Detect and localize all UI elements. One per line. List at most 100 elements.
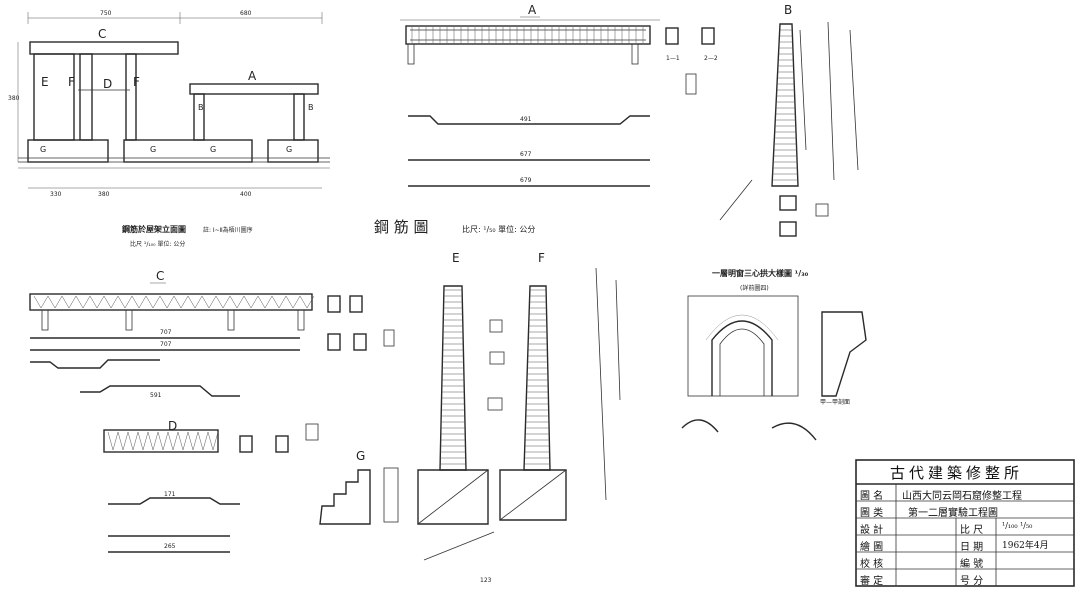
rebar-line xyxy=(147,431,154,451)
svg-text:2—2: 2—2 xyxy=(704,55,718,62)
rebar-line xyxy=(124,295,133,309)
dim-top-right: 680 xyxy=(240,10,252,17)
rebar-line xyxy=(197,431,204,451)
rebar-line xyxy=(110,295,119,309)
rebar-line xyxy=(167,431,174,451)
svg-text:G: G xyxy=(40,145,46,154)
svg-text:1—1: 1—1 xyxy=(666,55,680,62)
label-f2: F xyxy=(133,75,140,89)
column-f: F xyxy=(487,251,621,521)
rebar-line xyxy=(306,295,315,309)
arch-title: 一層明窗三心拱大樣圖 ¹/₃₀ xyxy=(712,268,809,278)
rebar-line xyxy=(194,295,203,309)
rebar-line xyxy=(222,295,231,309)
rebar-line xyxy=(278,295,287,309)
title-block xyxy=(855,459,1075,587)
svg-text:G: G xyxy=(286,145,292,154)
label-a-beam: A xyxy=(528,3,537,17)
rebar-line xyxy=(285,295,294,309)
frame-elevation: 750 680 C E F D F A B B G G G G 330 3 xyxy=(8,10,330,248)
beam-a: A 1—1 2—2 xyxy=(400,3,718,95)
arch-detail: 一層明窗三心拱大樣圖 ¹/₃₀ (詳前圖四) 甲—甲剖面 xyxy=(681,268,867,441)
label-f1: F xyxy=(68,75,75,89)
rebar-line xyxy=(117,295,126,309)
arch-sub: (詳前圖四) xyxy=(740,284,769,292)
label-e: E xyxy=(41,75,49,89)
rebar-line xyxy=(68,295,77,309)
label-f-col: F xyxy=(538,251,545,265)
rebar-line xyxy=(192,431,199,451)
frame-title: 鋼筋於屋架立面圖 xyxy=(121,224,186,234)
rebar-line xyxy=(54,295,63,309)
rebar-line xyxy=(264,295,273,309)
rebar-line xyxy=(75,295,84,309)
rebar-line xyxy=(166,295,175,309)
rebar-line xyxy=(292,295,301,309)
label-g: G xyxy=(356,449,365,463)
svg-text:B: B xyxy=(308,103,314,112)
tb-row-1: 圖 名 xyxy=(860,491,884,502)
column-e: E 123 xyxy=(417,251,495,584)
rebar-line xyxy=(157,431,164,451)
rebar-line xyxy=(207,431,214,451)
svg-text:330: 330 xyxy=(50,191,62,198)
rebar-line xyxy=(159,295,168,309)
bar-491: 491 xyxy=(520,116,532,123)
label-b-frame: B xyxy=(198,103,204,112)
main-title: 鋼 筋 圖 xyxy=(374,218,429,236)
rebar-line xyxy=(177,431,184,451)
bar-123: 123 xyxy=(480,577,492,584)
dim-top-left: 750 xyxy=(100,10,112,17)
rebar-line xyxy=(202,431,209,451)
rebar-line xyxy=(127,431,134,451)
rebar-line xyxy=(212,431,219,451)
label-c-beam: C xyxy=(156,269,164,283)
tb-row-3: 設 計 xyxy=(860,525,884,536)
rebar-line xyxy=(182,431,189,451)
svg-text:380: 380 xyxy=(98,191,110,198)
rebar-line xyxy=(250,295,259,309)
rebar-line xyxy=(208,295,217,309)
label-a-frame: A xyxy=(248,69,257,83)
tb-date: 1962年4月 xyxy=(1002,541,1049,551)
frame-scale: 比尺 ¹/₁₀₀ 單位: 公分 xyxy=(130,240,185,248)
rebar-line xyxy=(40,295,49,309)
frame-note: 註: Ⅰ~Ⅱ為梧川圖序 xyxy=(203,226,253,234)
tb-row-5: 校 核 xyxy=(860,559,884,570)
svg-text:380: 380 xyxy=(8,95,20,102)
rebar-line xyxy=(187,295,196,309)
tb-row-2: 圖 类 xyxy=(860,508,884,519)
rebar-line xyxy=(122,431,129,451)
column-b: B xyxy=(719,3,859,237)
rebar-line xyxy=(271,295,280,309)
foundation-g: G xyxy=(319,449,399,525)
svg-text:G: G xyxy=(150,145,156,154)
rebar-line xyxy=(215,295,224,309)
label-b-col: B xyxy=(784,3,792,17)
rebar-line xyxy=(173,295,182,309)
bar-707a: 707 xyxy=(160,329,172,336)
bar-171: 171 xyxy=(164,491,176,498)
rebar-line xyxy=(145,295,154,309)
beam-d: D 171 265 xyxy=(103,419,319,553)
svg-text:400: 400 xyxy=(240,191,252,198)
rebar-line xyxy=(243,295,252,309)
tb-project-name: 山西大同云岡石窟修整工程 xyxy=(902,491,1022,502)
tb-org: 古代建築修整所 xyxy=(890,464,1023,482)
bar-707b: 707 xyxy=(160,341,172,348)
rebar-line xyxy=(132,431,139,451)
tb-row-4: 繪 圖 xyxy=(860,542,884,553)
rebar-line xyxy=(33,295,42,309)
bar-591: 591 xyxy=(150,392,162,399)
label-d: D xyxy=(103,77,112,91)
rebar-line xyxy=(107,431,114,451)
beam-c: C 707 707 591 xyxy=(29,269,395,399)
rebar-line xyxy=(162,431,169,451)
rebar-line xyxy=(172,431,179,451)
rebar-line xyxy=(96,295,105,309)
tb-drawing-type: 第一二層實驗工程圖 xyxy=(908,508,998,519)
rebar-line xyxy=(142,431,149,451)
rebar-line xyxy=(82,295,91,309)
rebar-line xyxy=(61,295,70,309)
